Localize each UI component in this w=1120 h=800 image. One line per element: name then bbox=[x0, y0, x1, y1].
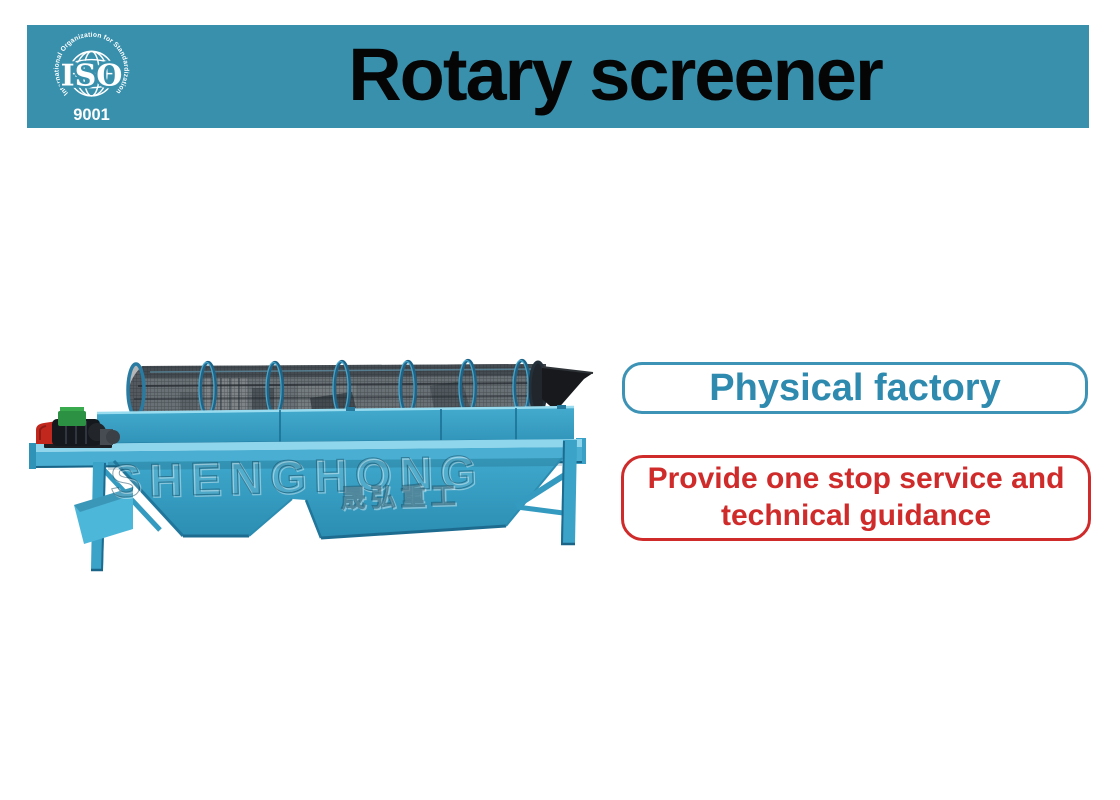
page-title: Rotary screener bbox=[348, 33, 884, 116]
physical-factory-label: Physical factory bbox=[709, 366, 1001, 409]
svg-text:晟弘重工: 晟弘重工 bbox=[342, 483, 463, 514]
drive-motor bbox=[36, 407, 120, 448]
svg-text:SHENGHONG: SHENGHONG bbox=[111, 447, 486, 509]
brand-watermark: SHENGHONG SHENGHONG 晟弘重工 晟弘重工 bbox=[109, 445, 486, 515]
service-line-1: Provide one stop service and bbox=[647, 462, 1065, 496]
trommel-drum bbox=[126, 358, 548, 418]
iso-acronym: ISO bbox=[61, 58, 123, 93]
svg-text:晟弘重工: 晟弘重工 bbox=[340, 482, 461, 513]
upper-panel bbox=[96, 405, 575, 445]
feed-funnel bbox=[541, 366, 594, 411]
hopper-body bbox=[108, 457, 563, 540]
support-frame bbox=[74, 440, 577, 572]
service-line-2: technical guidance bbox=[720, 499, 992, 532]
svg-text:SHENGHONG: SHENGHONG bbox=[109, 445, 484, 507]
service-callout: Provide one stop service and technical g… bbox=[621, 455, 1091, 541]
physical-factory-callout: Physical factory bbox=[622, 362, 1088, 414]
globe-icon bbox=[68, 50, 115, 97]
iso-number: 9001 bbox=[73, 106, 110, 124]
rotary-screener-product-image: SHENGHONG SHENGHONG 晟弘重工 晟弘重工 bbox=[29, 358, 594, 572]
title-banner: International Organization for Standardi… bbox=[27, 25, 1089, 128]
iso-9001-badge: International Organization for Standardi… bbox=[54, 32, 130, 124]
